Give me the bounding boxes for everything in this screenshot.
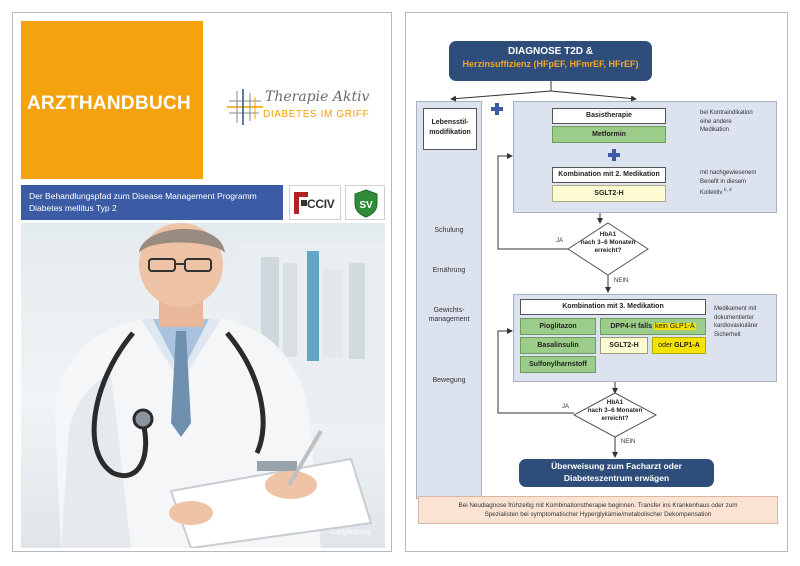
step2-note-2: Benefit in diesem	[700, 178, 747, 185]
decision-2-line-3: erreicht?	[601, 415, 629, 422]
step2-note-1: mit nachgewiesenem	[700, 170, 757, 176]
cover-title: ARZTHANDBUCH	[27, 93, 192, 114]
referral-line-2: Diabeteszentrum erwägen	[563, 472, 670, 483]
diagnosis-hf-types: (HFpEF, HFmrEF, HFrEF)	[533, 59, 639, 69]
step1-note-3: Medikation	[700, 127, 730, 133]
decision-diamond-2	[572, 392, 658, 438]
metformin-box: Metformin	[552, 126, 666, 143]
band-line-1: Der Behandlungspfad zum Disease Manageme…	[29, 191, 257, 201]
step3-note: Medikament mit dokumentierter kardiovask…	[714, 305, 758, 339]
lifestyle-item-schulung: Schulung	[434, 227, 464, 234]
kombination-3-box: Kombination mit 3. Medikation	[520, 299, 706, 315]
step2-note-3-text: Kollektiv	[700, 190, 723, 196]
doctor-illustration	[55, 223, 385, 548]
plus-icon	[491, 103, 503, 115]
dpp4-glp1-text: kein GLP1-A	[653, 323, 696, 330]
lifestyle-item-ernaehrung: Ernährung	[432, 267, 466, 274]
decision-2-yes: JA	[562, 404, 570, 410]
footer-line-1: Bei Neudiagnose frühzeitig mit Kombinati…	[458, 502, 738, 509]
step3-note-3: kardiovaskulärer	[714, 323, 759, 329]
sv-logo: SV	[345, 185, 385, 220]
footer-line-2: Spezialisten bei symptomatischer Hypergl…	[484, 511, 712, 518]
step3-note-1: Medikament mit	[714, 306, 757, 312]
sulfonylharnstoff-box: Sulfonylharnstoff	[520, 356, 596, 373]
cciv-text: CCIV	[307, 197, 335, 211]
lifestyle-item-gewicht-2: management	[428, 316, 470, 323]
orange-title-block	[21, 21, 203, 179]
step2-note-sup: b, d	[724, 187, 732, 192]
step3-note-4: Sicherheit	[714, 331, 741, 338]
sglt2-box: SGLT2-H	[552, 185, 666, 202]
lifestyle-box: Lebensstil- modifikation	[423, 108, 477, 150]
basalinsulin-box: Basalinsulin	[520, 337, 596, 354]
glp1-or: oder	[658, 342, 673, 349]
kombination-2-box: Kombination mit 2. Medikation	[552, 167, 666, 183]
lifestyle-column: Lebensstil- modifikation Schulung Ernähr…	[416, 101, 482, 499]
diagnosis-line-1: DIAGNOSE T2D &	[507, 46, 593, 57]
dpp4-box: DPP4-H falls kein GLP1-A	[600, 318, 706, 335]
lifestyle-item-bewegung: Bewegung	[432, 377, 466, 384]
lifestyle-item-gewicht-1: Gewichts-	[433, 307, 465, 314]
flow-connectors	[450, 81, 658, 458]
referral-line-1: Überweisung zum Facharzt oder	[551, 461, 682, 471]
decision-1-line-3: erreicht?	[594, 247, 622, 254]
cover-subtitle-band: Der Behandlungspfad zum Disease Manageme…	[21, 185, 283, 220]
glp1-text: GLP1-A	[674, 342, 700, 349]
decision-1-no: NEIN	[614, 278, 629, 284]
logo-subtitle: DIABETES IM GRIFF	[263, 109, 370, 120]
plus-icon	[608, 149, 620, 161]
decision-1-yes: JA	[556, 238, 564, 244]
diagnosis-line-2: Herzinsuffizienz (HFpEF, HFmrEF, HFrEF)	[449, 59, 652, 69]
step1-note-1: bei Kontraindikation	[700, 110, 753, 116]
cciv-mark-icon	[294, 192, 308, 214]
lifestyle-title-2: modifikation	[429, 129, 471, 136]
step1-note-2: eine andere	[700, 118, 732, 125]
lifestyle-title-1: Lebensstil-	[431, 119, 469, 126]
step3-note-2: dokumentierter	[714, 314, 755, 321]
band-line-2: Diabetes mellitus Typ 2	[29, 203, 117, 213]
step2-note: mit nachgewiesenem Benefit in diesem Kol…	[700, 169, 756, 198]
sglt2-box-2: SGLT2-H	[600, 337, 648, 354]
decision-2-no: NEIN	[621, 439, 636, 445]
diagnosis-hf: Herzinsuffizienz	[462, 59, 531, 69]
referral-box: Überweisung zum Facharzt oder Diabetesze…	[519, 459, 714, 487]
therapie-aktiv-logo: Therapie Aktiv DIABETES IM GRIFF	[225, 87, 375, 127]
footer-note: Bei Neudiagnose frühzeitig mit Kombinati…	[418, 496, 778, 524]
decision-1-line-1: HbA1	[599, 231, 617, 238]
sv-text: SV	[359, 200, 373, 211]
dpp4-text: DPP4-H falls	[610, 323, 652, 330]
decision-1-line-2: nach 3–6 Monaten	[580, 239, 636, 246]
step2-note-3: Kollektiv b, d	[700, 186, 756, 198]
basistherapie-box: Basistherapie	[552, 108, 666, 124]
decision-diamond-1	[567, 222, 649, 276]
cover-page: ARZTHANDBUCH Therapie Aktiv DIABETES IM …	[12, 12, 392, 552]
decision-2-line-1: HbA1	[606, 399, 624, 406]
pioglitazon-box: Pioglitazon	[520, 318, 596, 335]
doctor-photo	[21, 223, 385, 548]
glp1-box: oder GLP1-A	[652, 337, 706, 354]
edition-label: Langfassung	[331, 529, 372, 536]
logo-grid-icon	[227, 89, 263, 125]
decision-1-text: HbA1 nach 3–6 Monaten erreicht?	[570, 231, 646, 255]
decision-2-text: HbA1 nach 3–6 Monaten erreicht?	[576, 399, 654, 423]
decision-2-line-2: nach 3–6 Monaten	[587, 407, 643, 414]
flowchart-page: Lebensstil- modifikation Schulung Ernähr…	[405, 12, 788, 552]
cciv-logo: CCIV	[289, 185, 341, 220]
diagnosis-box: DIAGNOSE T2D & Herzinsuffizienz (HFpEF, …	[449, 41, 652, 81]
step1-note: bei Kontraindikation eine andere Medikat…	[700, 109, 753, 135]
sv-shield-icon: SV	[354, 189, 378, 218]
logo-script-text: Therapie Aktiv	[265, 89, 370, 105]
